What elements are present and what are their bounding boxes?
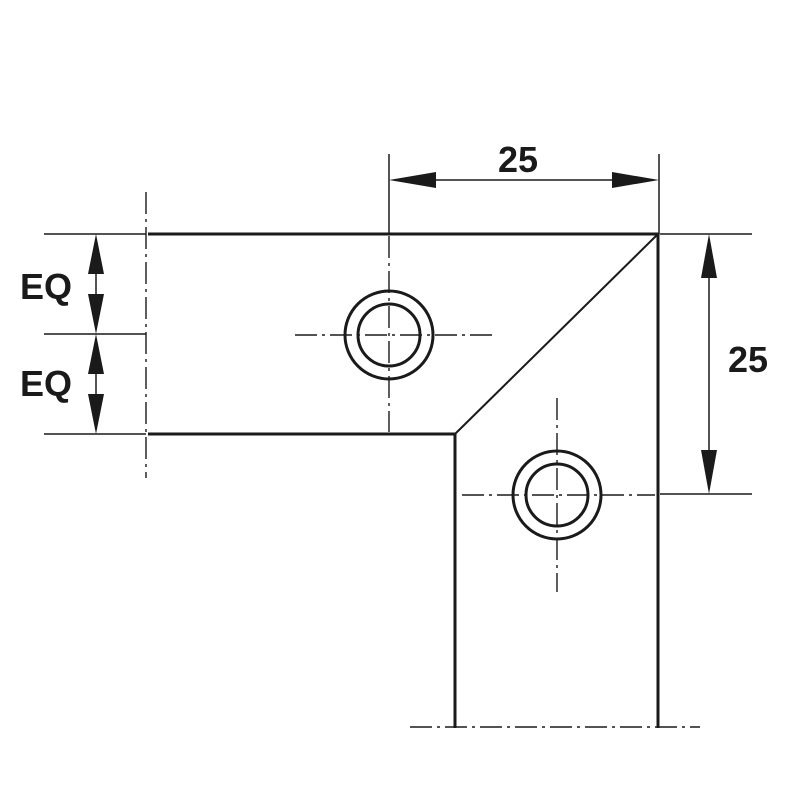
right-dimension-label: 25 xyxy=(728,339,768,380)
center-lines xyxy=(145,192,700,728)
eq-lower-label: EQ xyxy=(20,363,72,404)
eq-dimension xyxy=(44,233,146,435)
right-dimension xyxy=(660,233,752,495)
top-dimension-label: 25 xyxy=(498,139,538,180)
top-dimension xyxy=(388,154,660,234)
bracket-diagonal-edge xyxy=(454,233,659,435)
eq-upper-label: EQ xyxy=(20,266,72,307)
